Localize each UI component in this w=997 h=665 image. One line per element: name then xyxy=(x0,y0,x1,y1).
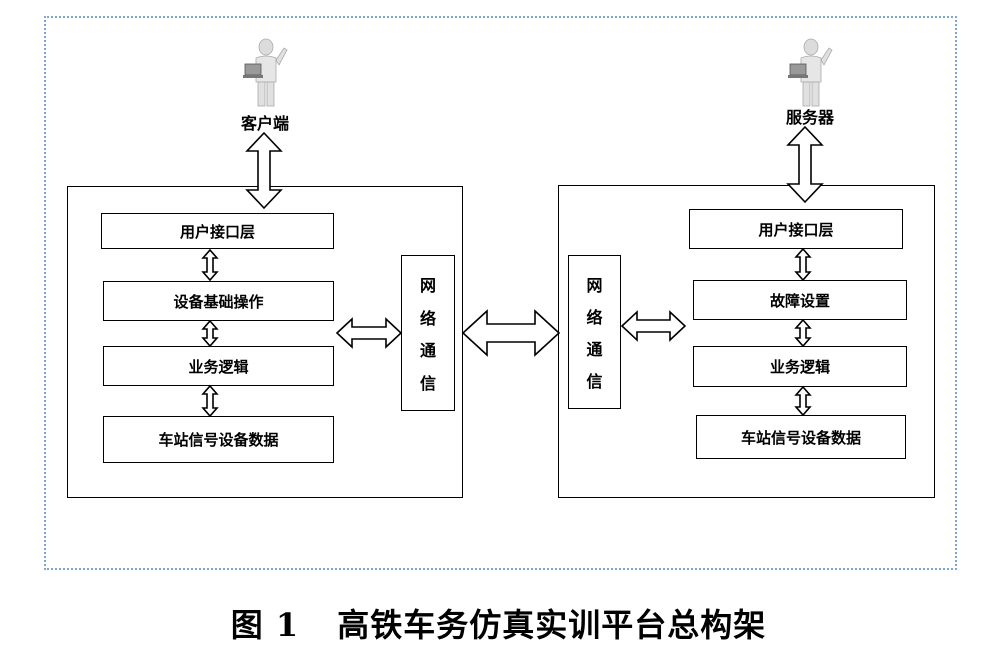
client-layer-user-interface: 用户接口层 xyxy=(101,213,334,249)
server-entry-double-arrow xyxy=(786,125,824,204)
client-network-char-4: 信 xyxy=(419,373,436,393)
client-network-char-3: 通 xyxy=(419,341,436,361)
server-label: 服务器 xyxy=(785,108,834,127)
server-network-char-2: 络 xyxy=(586,308,603,327)
client-layer-arrow-1 xyxy=(201,248,219,282)
client-layer-arrow-3 xyxy=(201,384,219,418)
diagram-frame xyxy=(44,16,957,570)
client-network-char-2: 络 xyxy=(419,308,436,328)
server-network-char-3: 通 xyxy=(586,340,603,359)
server-layer-arrow-1 xyxy=(794,247,812,282)
client-network-double-arrow xyxy=(335,317,403,349)
server-network-double-arrow xyxy=(620,310,687,342)
server-layer-business-logic: 业务逻辑 xyxy=(693,346,907,387)
server-network-char-1: 网 xyxy=(586,276,603,295)
figure-number: 图 1 xyxy=(230,606,300,644)
figure-caption: 图 1 高铁车务仿真实训平台总构架 xyxy=(0,600,997,646)
server-network-char-4: 信 xyxy=(586,372,603,391)
client-network-communication: 网 络 通 信 xyxy=(401,255,455,411)
client-layer-business-logic: 业务逻辑 xyxy=(103,346,334,386)
server-layer-arrow-2 xyxy=(794,318,812,348)
server-layer-arrow-3 xyxy=(794,385,812,417)
server-person-icon xyxy=(788,38,833,107)
server-layer-user-interface: 用户接口层 xyxy=(689,209,903,249)
client-entry-double-arrow xyxy=(245,131,283,210)
server-network-communication: 网 络 通 信 xyxy=(568,255,621,409)
client-person-icon xyxy=(243,38,288,107)
client-layer-station-signal-data: 车站信号设备数据 xyxy=(103,416,334,463)
client-layer-arrow-2 xyxy=(201,319,219,348)
client-label: 客户端 xyxy=(240,114,289,133)
client-network-char-1: 网 xyxy=(419,276,436,296)
server-layer-station-signal-data: 车站信号设备数据 xyxy=(696,415,906,459)
client-layer-device-basic-operation: 设备基础操作 xyxy=(103,281,334,321)
central-network-double-arrow xyxy=(461,309,561,357)
figure-title: 高铁车务仿真实训平台总构架 xyxy=(337,606,767,644)
server-layer-fault-setting: 故障设置 xyxy=(693,280,907,320)
